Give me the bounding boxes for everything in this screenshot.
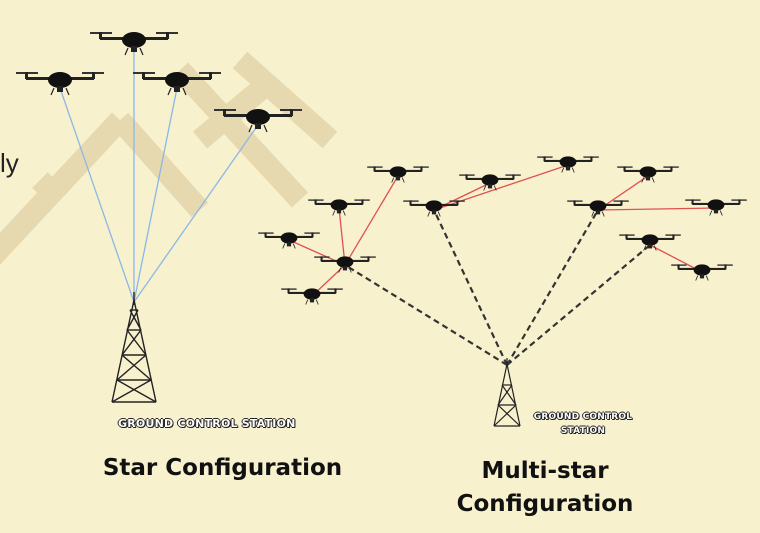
drone-icon bbox=[90, 32, 178, 56]
stray-text: ly bbox=[0, 148, 19, 178]
multistar-caption-line1: Multi-star bbox=[481, 458, 609, 484]
drone-icon bbox=[367, 166, 429, 183]
multistar-station-label: GROUND CONTROL STATION bbox=[528, 410, 638, 438]
watermark bbox=[0, 51, 338, 265]
multistar-station-label-line1: GROUND CONTROL bbox=[533, 412, 633, 422]
multistar-links bbox=[344, 209, 651, 366]
multistar-station-label-line2: STATION bbox=[560, 426, 606, 436]
drones bbox=[16, 32, 747, 305]
drone-icon bbox=[16, 72, 104, 96]
multistar-caption: Multi-star Configuration bbox=[440, 455, 650, 521]
drone-icon bbox=[617, 166, 679, 183]
drone-icon bbox=[258, 232, 320, 249]
multistar-tower-icon bbox=[493, 358, 521, 427]
drone-icon bbox=[619, 234, 681, 251]
drone-icon bbox=[567, 200, 629, 217]
drone-icon bbox=[403, 200, 465, 217]
multistar-caption-line2: Configuration bbox=[456, 491, 634, 517]
drone-icon bbox=[214, 109, 302, 133]
drone-icon bbox=[133, 72, 221, 96]
star-caption: Star Configuration bbox=[102, 455, 343, 481]
cluster-links bbox=[288, 164, 717, 297]
drone-icon bbox=[537, 156, 599, 173]
drone-icon bbox=[314, 256, 376, 273]
star-tower-icon bbox=[111, 292, 157, 403]
drone-icon bbox=[308, 199, 370, 216]
star-station-label: GROUND CONTROL STATION bbox=[118, 417, 296, 430]
drone-icon bbox=[671, 264, 733, 281]
drone-icon bbox=[459, 174, 521, 191]
star-links bbox=[59, 48, 259, 303]
drone-icon bbox=[685, 199, 747, 216]
drone-icon bbox=[281, 288, 343, 305]
